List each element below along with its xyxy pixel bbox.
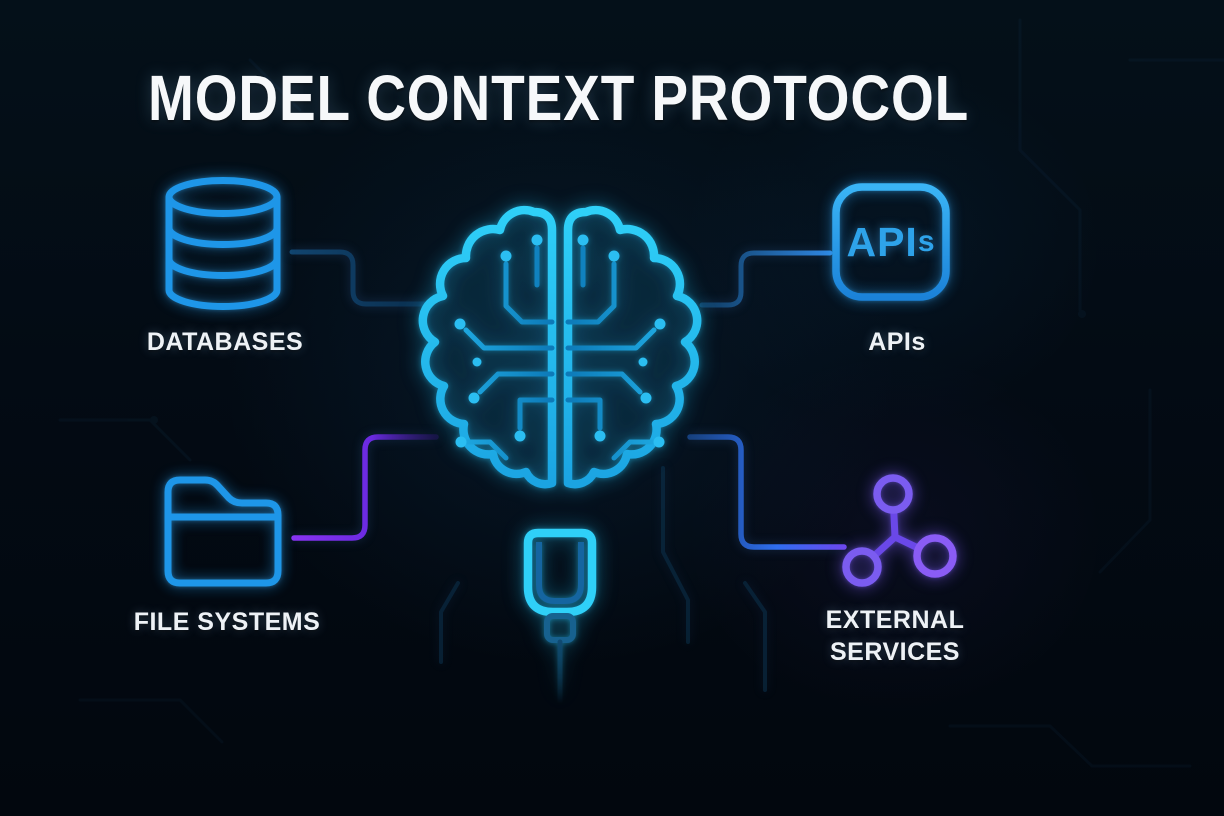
network-node-left (842, 547, 882, 587)
label-databases: DATABASES (146, 328, 304, 356)
network-nodes-icon (842, 474, 957, 587)
label-apis: APIs (868, 328, 926, 356)
database-icon (165, 177, 281, 310)
database-body (165, 193, 281, 310)
plug-connector-tab (544, 613, 576, 643)
label-external-services: EXTERNAL SERVICES (745, 604, 1045, 668)
plug-inner (536, 542, 584, 604)
connector-databases-to-brain (289, 249, 431, 307)
faint-dangling-lines (439, 466, 767, 692)
plug-icon (523, 488, 597, 705)
label-external-services-line1: EXTERNAL (825, 606, 965, 634)
api-box-text-small: s (917, 225, 936, 258)
database-band-1 (165, 224, 281, 248)
label-file-systems: FILE SYSTEMS (133, 608, 321, 636)
connector-brain-to-external-services (687, 434, 847, 550)
folder-outline (164, 476, 282, 587)
plug-body (523, 528, 597, 617)
connector-brain-to-apis (699, 250, 833, 308)
connector-filesystems-to-brain (291, 434, 439, 541)
folder-icon (164, 476, 282, 587)
database-band-2 (165, 255, 281, 279)
network-node-top (873, 474, 913, 514)
api-box-outline (832, 183, 950, 301)
api-box-icon (832, 183, 950, 301)
page-title: MODEL CONTEXT PROTOCOL (148, 62, 970, 134)
api-box-text-main: API (846, 218, 918, 265)
network-node-right (913, 534, 957, 578)
database-top (165, 177, 281, 217)
network-links (870, 506, 923, 560)
label-external-services-line2: SERVICES (830, 638, 960, 666)
circuit-brain-icon (400, 190, 720, 705)
